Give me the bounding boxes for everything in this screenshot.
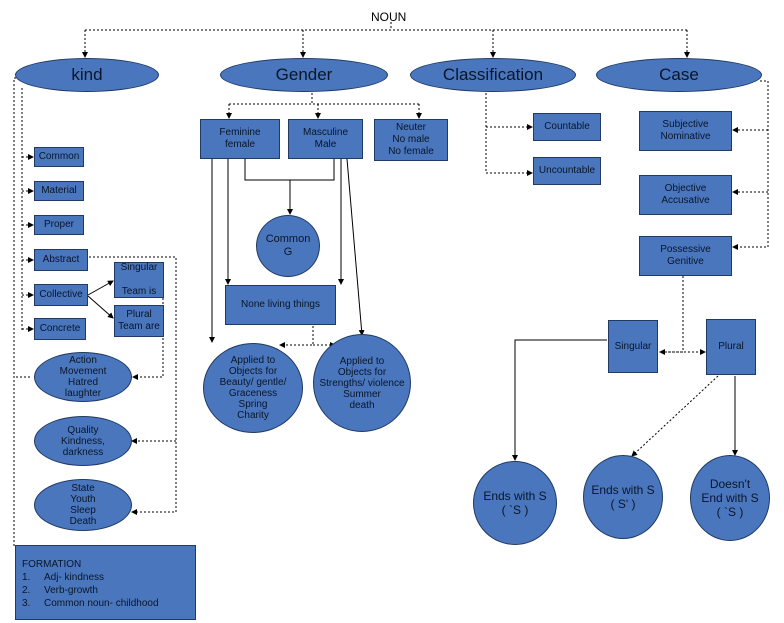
case-node: Case xyxy=(596,58,762,92)
formation-heading: FORMATION xyxy=(22,559,82,570)
kind-node: kind xyxy=(15,58,159,92)
connector-singular-ends-s xyxy=(512,339,607,461)
kind-plural-team: Plural Team are xyxy=(114,305,164,337)
abstract-quality: Quality Kindness, darkness xyxy=(34,416,132,466)
case-singular: Singular xyxy=(608,320,658,373)
connector-collective-plural xyxy=(87,295,114,319)
class-countable: Countable xyxy=(533,113,601,141)
connector-fem-common xyxy=(244,159,290,181)
connector-abstract-out xyxy=(89,256,177,515)
gender-neuter: Neuter No male No female xyxy=(374,119,448,161)
connector-collective-singular xyxy=(87,280,114,296)
formation-text: Common noun- childhood xyxy=(44,598,159,609)
formation-item: 2. Verb-growth xyxy=(22,584,189,597)
abstract-state: State Youth Sleep Death xyxy=(34,479,132,531)
formation-box: FORMATION 1.Adj- kindness 2.Verb-growth … xyxy=(15,545,196,620)
case-subjective: Subjective Nominative xyxy=(639,111,732,151)
kind-collective: Collective xyxy=(34,284,88,306)
classification-node: Classification xyxy=(410,58,576,92)
formation-text: Adj- kindness xyxy=(44,572,105,583)
gender-feminine: Feminine female xyxy=(200,119,280,159)
gender-node: Gender xyxy=(220,58,388,92)
formation-num: 3. xyxy=(22,598,31,609)
gender-masculine: Masculine Male xyxy=(288,119,363,159)
connector-case-spine xyxy=(732,80,769,250)
diagram-title: NOUN xyxy=(371,10,407,24)
gender-applied-beauty: Applied to Objects for Beauty/ gentle/ G… xyxy=(203,343,303,433)
case-ends-s-apos: Ends with S ( S' ) xyxy=(583,455,663,539)
kind-material: Material xyxy=(34,181,84,201)
connector-nonliving-beauty xyxy=(279,326,314,348)
formation-num: 1. xyxy=(22,572,31,583)
abstract-action: Action Movement Hatred laughter xyxy=(34,352,132,402)
formation-item: 1. Adj- kindness xyxy=(22,571,189,584)
formation-text: Verb-growth xyxy=(44,585,98,596)
connector-kind-spine xyxy=(13,77,20,548)
kind-abstract: Abstract xyxy=(34,249,88,271)
gender-common-g: Common G xyxy=(256,215,320,277)
connector-masc-strength xyxy=(346,158,365,336)
case-plural: Plural xyxy=(706,319,756,375)
case-doesnt-end: Doesn't End with S ( `S ) xyxy=(690,455,770,541)
formation-item: 3. Common noun- childhood xyxy=(22,597,189,610)
kind-common: Common xyxy=(34,147,84,167)
kind-concrete: Concrete xyxy=(34,318,86,340)
class-uncountable: Uncountable xyxy=(533,157,601,185)
case-objective: Objective Accusative xyxy=(639,175,732,215)
gender-non-living: None living things xyxy=(225,285,336,325)
case-ends-s: Ends with S ( `S ) xyxy=(473,461,557,545)
case-possessive: Possessive Genitive xyxy=(639,236,732,276)
connector-plural-ends-s-apos xyxy=(631,375,719,457)
gender-applied-strength: Applied to Objects for Strengths/ violen… xyxy=(313,334,411,432)
connector-masc-common xyxy=(290,159,335,181)
kind-singular-team: Singular Team is xyxy=(114,262,164,298)
formation-num: 2. xyxy=(22,585,31,596)
kind-proper: Proper xyxy=(34,215,84,235)
